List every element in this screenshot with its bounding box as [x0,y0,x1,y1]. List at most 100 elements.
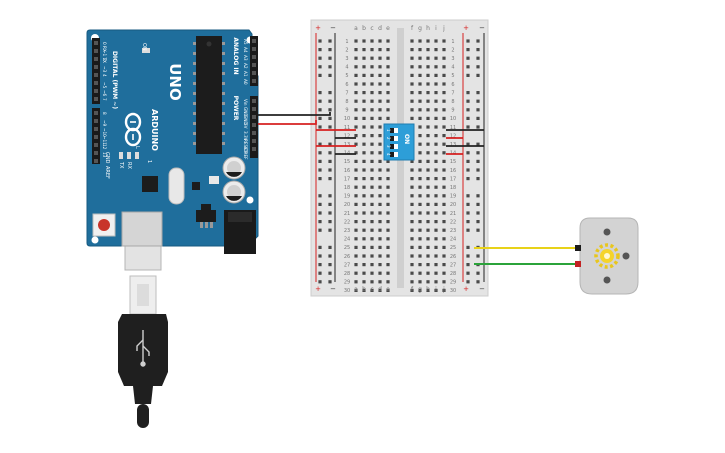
row-number-label: 1 [345,39,348,45]
row-number-label: 11 [344,125,350,131]
power-label: POWER [232,96,239,121]
row-number-label: 20 [344,202,350,208]
capacitor [222,156,246,180]
row-number-label: 21 [450,211,456,217]
power-pin-label: RESET [243,139,248,153]
row-number-label: 7 [451,90,454,96]
row-number-label: 26 [450,254,456,260]
arduino-logo-icon [124,112,142,147]
row-number-label: 4 [345,65,348,71]
rx-label: RX [126,162,132,169]
capacitor [222,180,246,204]
l-led [135,152,139,159]
digital-pin-label: 13 [102,152,107,158]
row-number-label: 24 [450,237,456,243]
column-letter-label: c [370,286,373,293]
row-number-label: 15 [344,159,350,165]
row-number-label: 2 [451,47,454,53]
usb-b-socket[interactable] [121,211,163,247]
column-letter-label: b [362,25,366,32]
dip-number-1: 1 [386,129,391,132]
rail-polarity-label: + [463,285,469,293]
row-number-label: 22 [450,219,456,225]
digital-pin-label: ~9 [102,120,107,127]
row-number-label: 5 [451,73,454,79]
column-letter-label: i [435,286,437,293]
wire-gnd-black[interactable] [258,112,331,116]
digital-header-upper[interactable] [92,38,100,104]
row-number-label: 26 [344,254,350,260]
board-model-label: UNO [166,63,184,101]
dip-number-2: 2 [386,137,391,140]
row-number-label: 18 [450,185,456,191]
digital-pin-label: 2 [102,58,107,61]
power-pin-label: GND [243,107,248,117]
dip-switch[interactable]: ON 1 2 3 4 [383,123,415,161]
column-letter-label: h [426,25,430,32]
motor-terminal-2[interactable] [575,261,581,267]
digital-pin-label: ~1 TX [102,50,107,63]
digital-label: DIGITAL (PWM ~) [111,51,118,109]
column-letter-label: g [418,25,422,32]
column-letter-label: b [362,286,366,293]
aref-label: AREF [104,166,110,179]
row-number-label: 30 [344,288,350,294]
dip-number-3: 3 [386,145,391,148]
power-pin-label: IOREF [243,147,248,160]
digital-pin-label: ~5 [102,82,107,89]
analog-pin-label: A5 [243,39,248,45]
crystal-oscillator [168,167,185,205]
digital-pin-label: ~11 [102,136,107,145]
row-number-label: 28 [344,271,350,277]
digital-pin-label: 0 RX [102,42,107,52]
row-number-label: 17 [344,176,350,182]
row-number-label: 16 [450,168,456,174]
wire-5v-red[interactable] [258,120,317,125]
gnd-label: GND [104,152,110,164]
row-number-label: 10 [344,116,350,122]
analog-pin-label: A1 [243,71,248,77]
wires [258,112,578,265]
power-pin-label: GND [243,115,248,125]
row-number-label: 10 [450,116,456,122]
column-letter-label: d [378,286,382,293]
row-number-label: 8 [451,99,454,105]
on-label: ON [141,43,147,51]
row-number-label: 27 [450,262,456,268]
rail-polarity-label: + [315,24,321,32]
digital-pin-label: 8 [102,112,107,115]
row-number-label: 3 [345,56,348,62]
row-number-label: 23 [450,228,456,234]
dip-on-label: ON [403,134,410,144]
dc-motor[interactable] [575,217,639,295]
digital-pin-label: ~6 [102,90,107,97]
analog-header[interactable] [250,36,258,86]
power-pin-label: Vin [243,99,248,106]
usb-cable[interactable] [118,231,168,428]
digital-pin-label: 4 [102,74,107,77]
reset-button[interactable] [92,213,116,237]
on-led [142,48,150,53]
breadboard-holes[interactable] [318,39,480,292]
arduino-uno-board[interactable]: UNO ARDUINO ON TX RX L 1 DIGITAL (PWM ~)… [86,29,259,254]
row-number-label: 20 [450,202,456,208]
row-number-label: 6 [345,82,348,88]
row-number-label: 18 [344,185,350,191]
rail-polarity-label: − [479,24,485,32]
row-number-label: 16 [344,168,350,174]
one-label: 1 [146,160,152,163]
column-letter-label: f [411,25,414,32]
dc-power-jack[interactable] [224,210,256,254]
analog-pin-label: A2 [243,63,248,69]
rail-polarity-label: − [330,24,336,32]
motor-terminal-1[interactable] [575,245,581,251]
rail-polarity-label: + [463,24,469,32]
row-number-label: 28 [450,271,456,277]
row-number-label: 11 [450,125,456,131]
board-brand-label: ARDUINO [150,109,159,151]
row-number-label: 29 [450,280,456,286]
tx-label: TX [118,161,124,169]
column-letter-label: i [435,25,437,32]
analog-in-label: ANALOG IN [232,37,239,74]
